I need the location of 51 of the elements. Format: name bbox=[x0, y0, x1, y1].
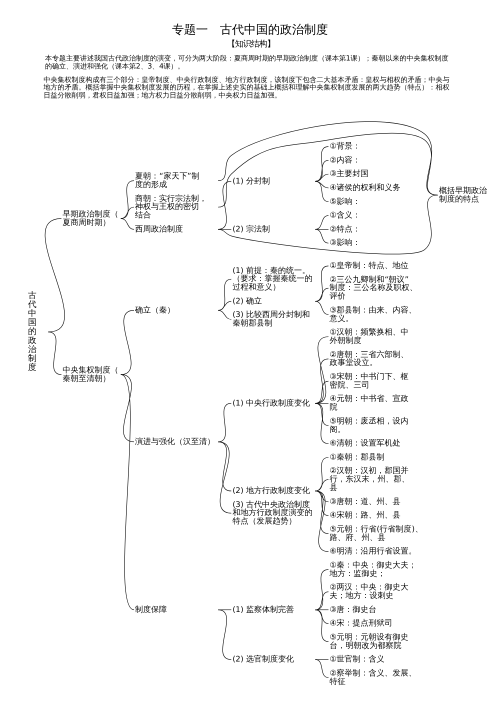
connector bbox=[314, 609, 329, 624]
connector bbox=[314, 336, 329, 404]
connector bbox=[314, 402, 329, 404]
connector bbox=[314, 160, 329, 182]
connector bbox=[218, 132, 438, 207]
connector bbox=[314, 180, 329, 188]
connector bbox=[218, 402, 232, 442]
connector bbox=[314, 358, 329, 404]
connector bbox=[314, 146, 329, 182]
connector bbox=[314, 658, 329, 660]
connector bbox=[314, 478, 329, 491]
connector bbox=[218, 609, 232, 610]
connector bbox=[314, 265, 329, 302]
connector bbox=[314, 380, 329, 404]
connector bbox=[48, 331, 62, 374]
connector bbox=[314, 490, 329, 552]
connector bbox=[218, 194, 438, 254]
connector bbox=[218, 310, 232, 320]
connector bbox=[120, 374, 134, 610]
connector bbox=[314, 300, 329, 314]
connector bbox=[314, 228, 329, 230]
connector bbox=[314, 568, 329, 610]
connector bbox=[218, 300, 232, 310]
node-text: 古代中国的政治制度 bbox=[28, 290, 36, 372]
connector bbox=[120, 310, 134, 374]
connector bbox=[218, 228, 232, 230]
connector bbox=[314, 180, 329, 202]
connector bbox=[120, 374, 134, 442]
connector bbox=[314, 228, 329, 243]
connector bbox=[218, 440, 232, 513]
connector bbox=[218, 609, 232, 660]
connector bbox=[314, 490, 329, 516]
diagram-title: 专题一 古代中国的政治制度 bbox=[172, 22, 328, 36]
connector bbox=[218, 440, 232, 491]
connector bbox=[314, 609, 329, 642]
connector bbox=[314, 590, 329, 610]
connector bbox=[314, 214, 329, 230]
connector bbox=[314, 456, 329, 491]
connector bbox=[44, 218, 65, 332]
connector bbox=[314, 658, 329, 678]
connector bbox=[314, 490, 329, 534]
connector bbox=[120, 218, 134, 230]
connector bbox=[314, 173, 329, 182]
connector bbox=[314, 609, 329, 610]
connector bbox=[218, 180, 232, 230]
connector bbox=[120, 206, 134, 218]
connector bbox=[314, 402, 329, 426]
connector bbox=[120, 180, 134, 218]
connector bbox=[314, 402, 329, 444]
connector bbox=[314, 287, 329, 302]
label: 【知识结构】 bbox=[226, 38, 275, 48]
